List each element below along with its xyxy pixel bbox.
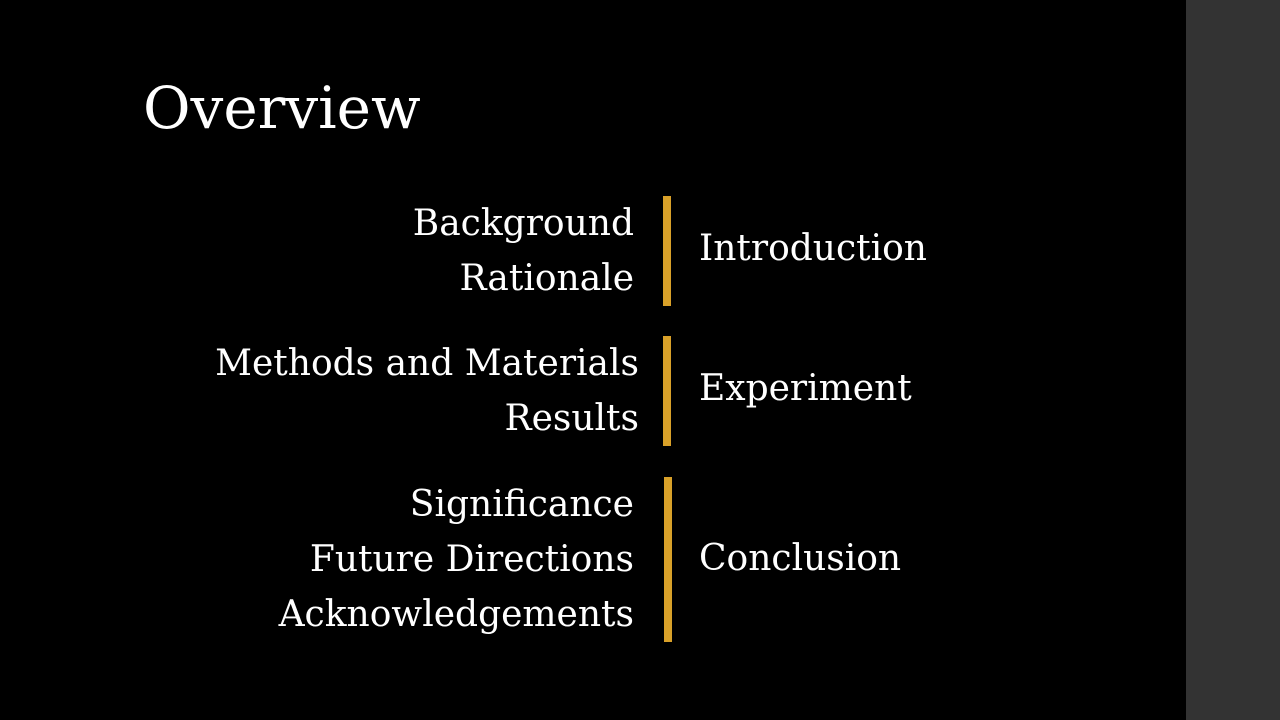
section-label-conclusion: Conclusion <box>699 538 902 579</box>
section-items: Background Rationale <box>413 196 634 306</box>
section-divider-bar <box>663 336 671 446</box>
slide-title: Overview <box>143 74 421 142</box>
section-label-experiment: Experiment <box>699 368 912 409</box>
slide: Overview Background Rationale Introducti… <box>0 74 1186 642</box>
section-item-significance: Significance <box>409 484 634 525</box>
section-items: Methods and Materials Results <box>215 336 639 446</box>
section-divider-bar <box>663 196 671 306</box>
section-item-future-directions: Future Directions <box>309 539 634 580</box>
section-conclusion: Significance Future Directions Acknowled… <box>0 477 1186 642</box>
section-introduction: Background Rationale Introduction <box>0 196 1186 306</box>
section-divider-bar <box>664 477 672 642</box>
section-experiment: Methods and Materials Results Experiment <box>0 336 1186 446</box>
section-items: Significance Future Directions Acknowled… <box>279 477 634 642</box>
section-label-introduction: Introduction <box>699 228 927 269</box>
section-item-acknowledgements: Acknowledgements <box>278 594 634 635</box>
side-panel <box>1186 0 1280 720</box>
section-item-methods-and-materials: Methods and Materials <box>215 343 639 384</box>
section-item-rationale: Rationale <box>459 258 634 299</box>
section-item-background: Background <box>412 203 634 244</box>
section-item-results: Results <box>504 398 639 439</box>
